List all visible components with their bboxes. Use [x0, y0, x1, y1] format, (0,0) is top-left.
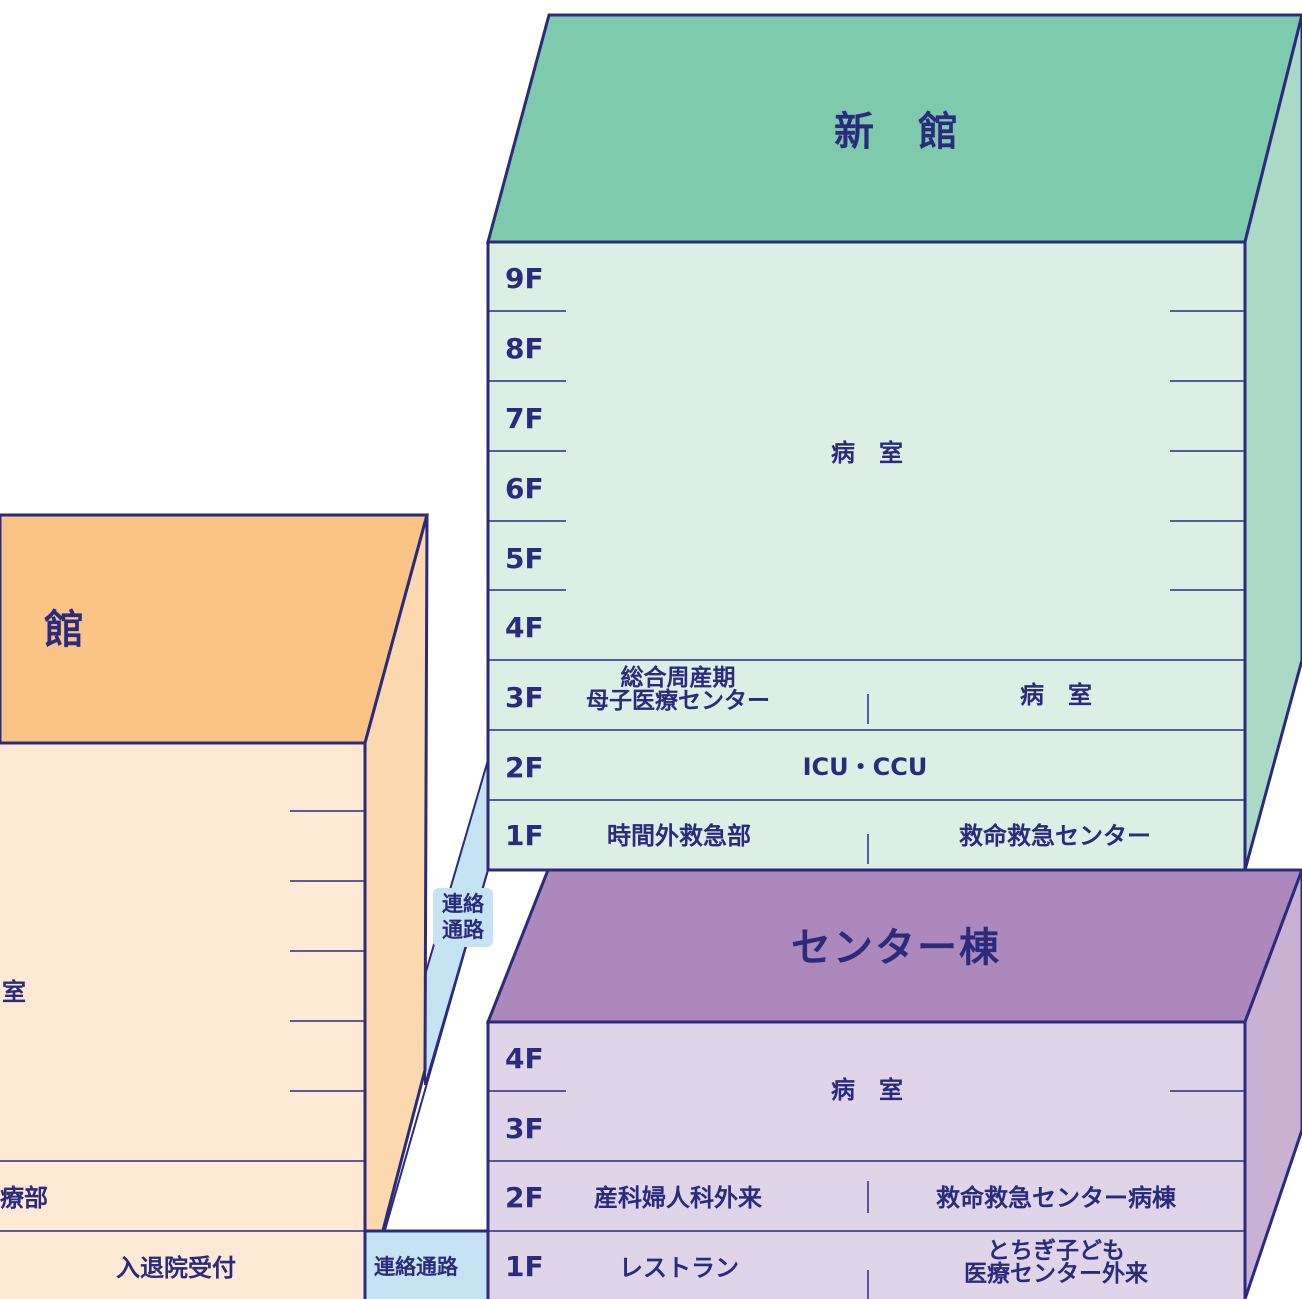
new-floor-7f: 7F	[505, 402, 544, 435]
new-floor-3f: 3F	[505, 681, 544, 714]
center-floor-1f: 1F	[505, 1250, 544, 1283]
center-1f-right-line1: とちぎ子ども	[987, 1238, 1125, 1264]
new-building-front	[486, 240, 1247, 872]
center-2f-left-label: 産科婦人科外来	[594, 1184, 762, 1212]
center-building-wards-label: 病 室	[831, 1076, 903, 1104]
new-floor-1f: 1F	[505, 819, 544, 852]
upper-corridor-label-line1: 連絡	[442, 892, 484, 916]
upper-corridor-label: 連絡 通路	[433, 888, 493, 947]
new-floor-8f: 8F	[505, 332, 544, 365]
center-1f-right-label: とちぎ子ども 医療センター外来	[964, 1240, 1148, 1286]
center-floor-4f: 4F	[505, 1042, 544, 1075]
main-building-floor-lines	[0, 810, 365, 1232]
new-floor-4f: 4F	[505, 611, 544, 644]
center-1f-right-line2: 医療センター外来	[964, 1261, 1148, 1287]
new-3f-left-line1: 総合周産期	[620, 665, 736, 691]
main-building-1f-label: 入退院受付	[116, 1254, 236, 1282]
lower-corridor-label: 連絡通路	[374, 1255, 458, 1279]
new-1f-right-label: 救命救急センター	[959, 822, 1151, 850]
new-building-title: 新 館	[834, 109, 960, 155]
new-1f-left-label: 時間外救急部	[607, 822, 751, 850]
center-building-floor-lines	[488, 1090, 1245, 1299]
center-floor-3f: 3F	[505, 1112, 544, 1145]
new-floor-2f: 2F	[505, 751, 544, 784]
new-3f-right-label: 病 室	[1020, 681, 1092, 709]
new-floor-9f: 9F	[505, 262, 544, 295]
center-1f-left-label: レストラン	[619, 1254, 739, 1282]
new-building-wards-label: 病 室	[831, 439, 903, 467]
new-floor-5f: 5F	[505, 542, 544, 575]
new-2f-label: ICU・CCU	[802, 753, 928, 781]
new-floor-6f: 6F	[505, 472, 544, 505]
lower-corridor-shape	[363, 1229, 491, 1299]
new-3f-left-label: 総合周産期 母子医療センター	[586, 667, 770, 713]
center-floor-2f: 2F	[505, 1181, 544, 1214]
center-building-title: センター棟	[791, 925, 1001, 971]
main-building-title: 館	[44, 607, 86, 653]
center-2f-right-label: 救命救急センター病棟	[936, 1184, 1176, 1212]
new-building-floor-lines	[488, 310, 1245, 864]
main-building-2f-label: 療部	[0, 1184, 48, 1212]
main-building-wards-label: 室	[2, 978, 26, 1006]
new-3f-left-line2: 母子医療センター	[586, 688, 770, 714]
upper-corridor-label-line2: 通路	[442, 918, 484, 943]
